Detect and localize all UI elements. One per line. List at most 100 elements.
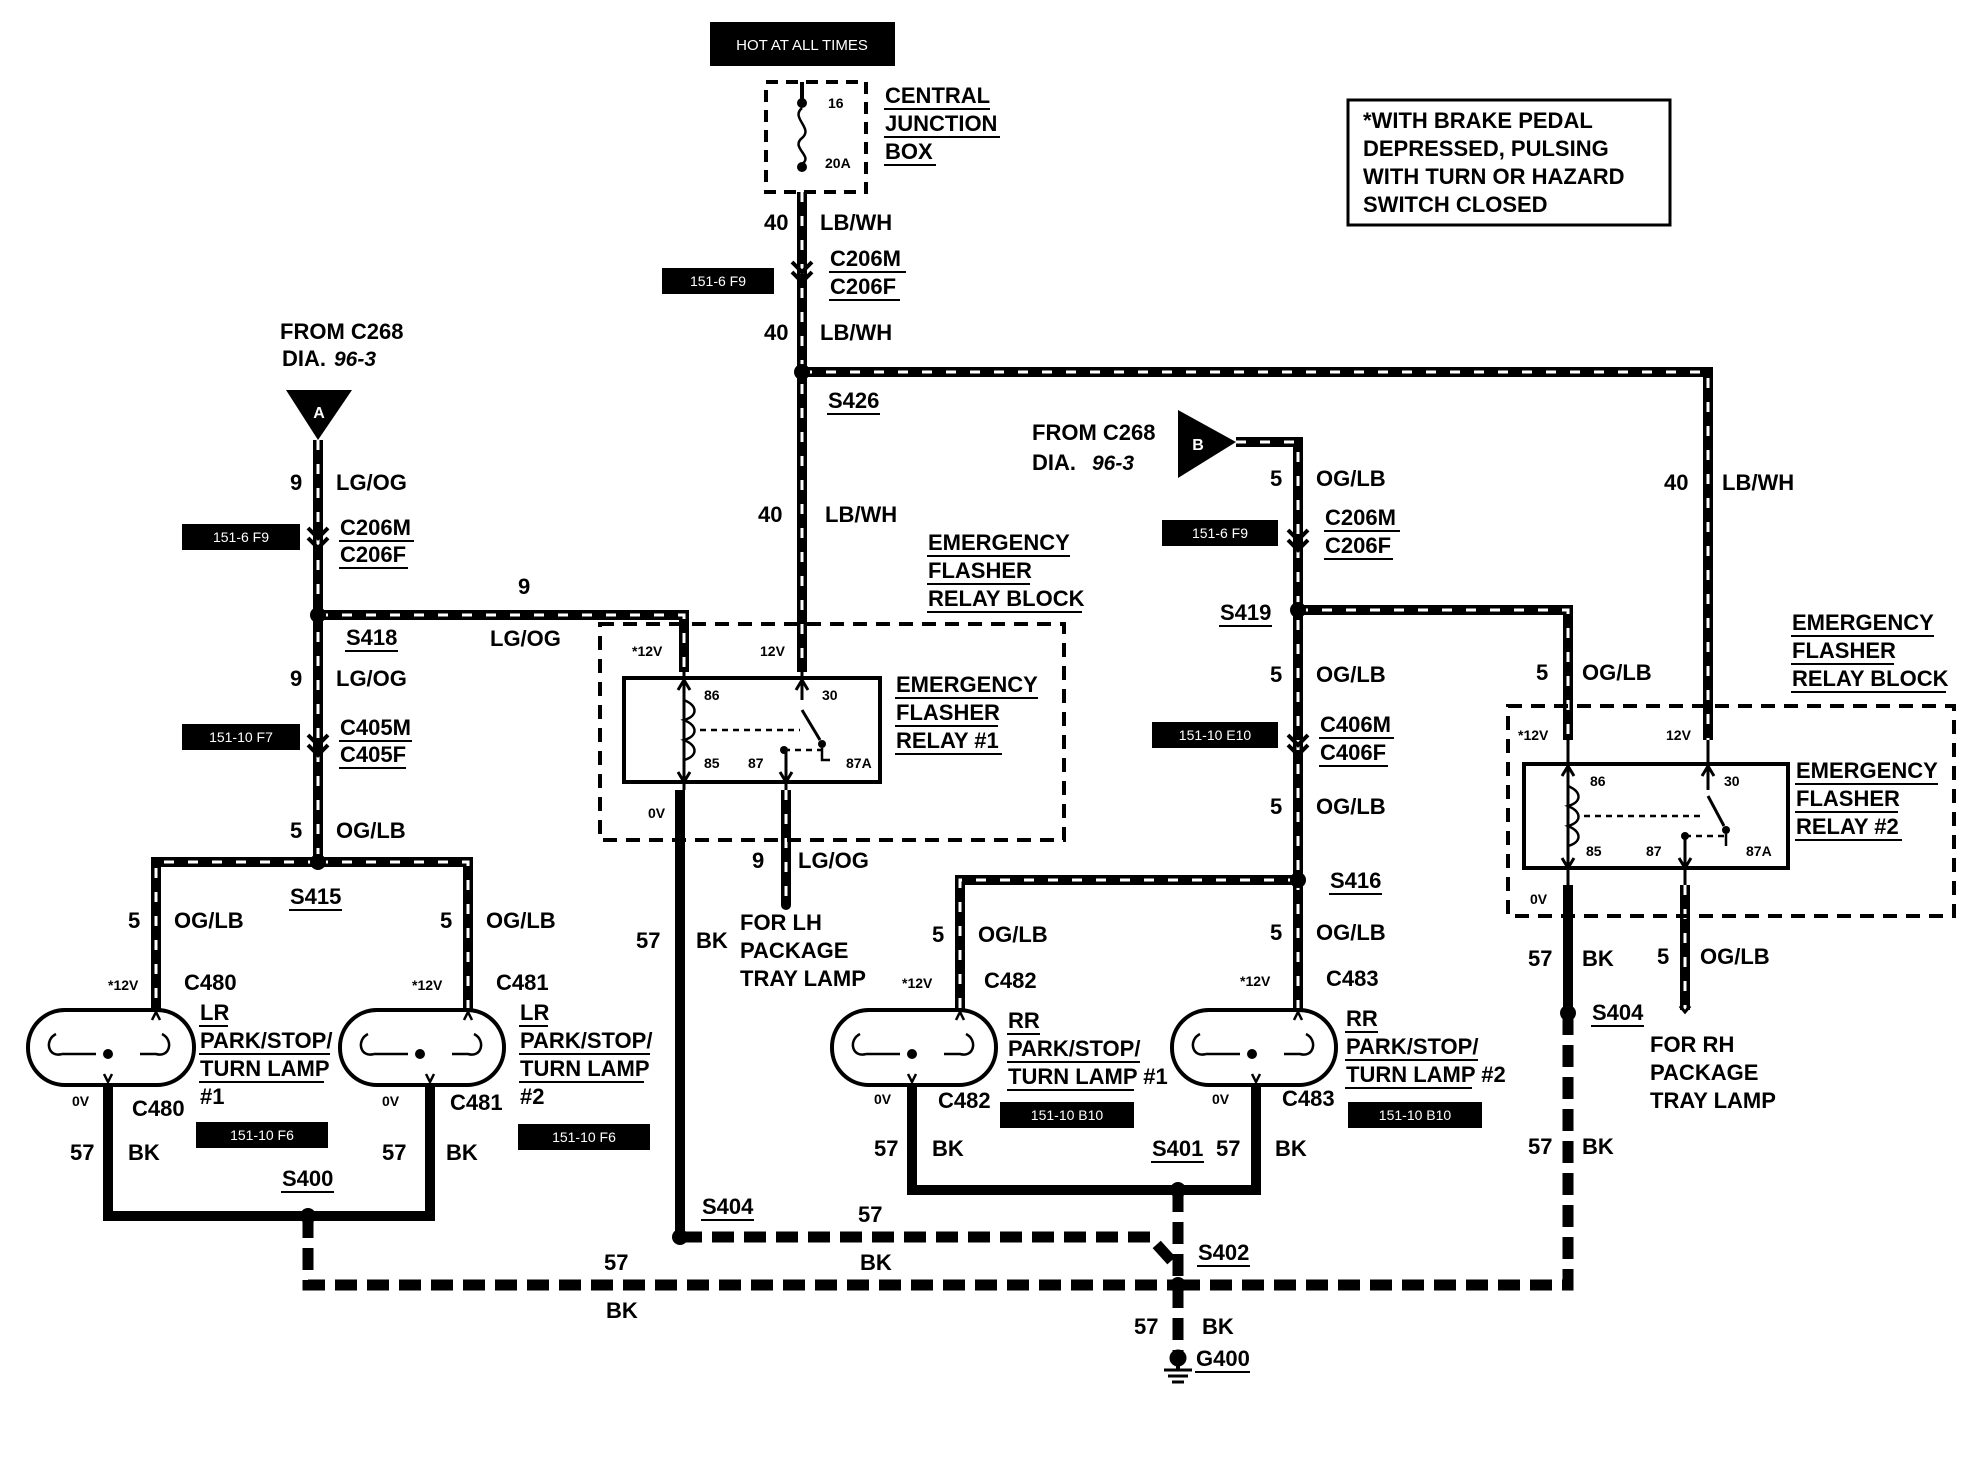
svg-text:RELAY BLOCK: RELAY BLOCK [1792,666,1949,691]
svg-text:87: 87 [748,755,764,771]
svg-text:*12V: *12V [902,975,933,991]
svg-text:C480: C480 [184,970,237,995]
relay-1: 86 85 87 30 87A *12V 12V 0V EMERGENCY FL… [622,643,1038,821]
connector-b-marker-icon [1178,410,1236,478]
svg-text:FLASHER: FLASHER [1792,638,1896,663]
lamp-bulb-icon [359,1032,483,1056]
svg-text:TURN LAMP #2: TURN LAMP #2 [1346,1062,1506,1087]
svg-text:87A: 87A [846,755,872,771]
svg-text:57: 57 [382,1140,406,1165]
svg-text:151-6 F9: 151-6 F9 [690,273,746,289]
svg-text:BK: BK [128,1140,160,1165]
svg-text:C482: C482 [938,1088,991,1113]
svg-text:EMERGENCY: EMERGENCY [928,530,1070,555]
svg-text:20A: 20A [825,155,851,171]
svg-text:S402: S402 [1198,1240,1249,1265]
svg-text:BK: BK [1582,946,1614,971]
svg-text:OG/LB: OG/LB [1316,662,1386,687]
svg-text:*WITH BRAKE PEDAL: *WITH BRAKE PEDAL [1363,108,1593,133]
svg-text:C206M: C206M [1325,505,1396,530]
svg-text:S416: S416 [1330,868,1381,893]
svg-text:PARK/STOP/: PARK/STOP/ [1008,1036,1140,1061]
svg-text:C483: C483 [1282,1086,1335,1111]
svg-text:5: 5 [1270,794,1282,819]
svg-text:C481: C481 [450,1090,503,1115]
svg-text:87A: 87A [1746,843,1772,859]
svg-text:C206F: C206F [830,274,896,299]
svg-text:FLASHER: FLASHER [928,558,1032,583]
svg-text:LG/OG: LG/OG [490,626,561,651]
svg-text:#2: #2 [520,1084,544,1109]
svg-text:BK: BK [1275,1136,1307,1161]
svg-text:85: 85 [1586,843,1602,859]
svg-text:12V: 12V [1666,727,1692,743]
relay-coil-icon [680,698,696,762]
lamp-bulb-icon [1191,1032,1315,1056]
reference-tags: 151-6 F9 151-6 F9 151-6 F9 151-10 F7 151… [182,268,1482,1150]
svg-text:12V: 12V [760,643,786,659]
svg-text:5: 5 [1270,662,1282,687]
svg-text:0V: 0V [1530,891,1548,907]
svg-text:151-10 E10: 151-10 E10 [1179,727,1252,743]
lamp-lr-1: *12V 0V LR PARK/STOP/ TURN LAMP #1 [26,977,332,1109]
svg-text:96-3: 96-3 [334,348,376,371]
svg-text:0V: 0V [648,805,666,821]
svg-text:#1: #1 [200,1084,224,1109]
svg-text:57: 57 [636,928,660,953]
svg-text:LB/WH: LB/WH [820,210,892,235]
svg-text:OG/LB: OG/LB [1582,660,1652,685]
svg-text:85: 85 [704,755,720,771]
svg-text:A: A [313,405,325,422]
from-c268-a: FROM C268 DIA. 96-3 A [280,319,403,440]
svg-text:BOX: BOX [885,139,933,164]
svg-text:57: 57 [1134,1314,1158,1339]
relay-block-1: EMERGENCY FLASHER RELAY BLOCK [598,530,1085,842]
rh-package-tray-lamp: FOR RH PACKAGE TRAY LAMP [1650,1005,1776,1113]
svg-text:PACKAGE: PACKAGE [1650,1060,1758,1085]
svg-text:0V: 0V [874,1091,892,1107]
svg-text:CENTRAL: CENTRAL [885,83,990,108]
svg-text:5: 5 [1270,466,1282,491]
svg-text:HOT AT ALL TIMES: HOT AT ALL TIMES [736,37,868,54]
svg-text:FLASHER: FLASHER [896,700,1000,725]
lamp-lr-2: *12V 0V LR PARK/STOP/ TURN LAMP #2 [338,977,652,1109]
lh-package-tray-lamp: FOR LH PACKAGE TRAY LAMP [740,900,866,991]
svg-text:S401: S401 [1152,1136,1203,1161]
svg-text:40: 40 [764,320,788,345]
svg-text:C405F: C405F [340,742,406,767]
svg-text:DIA.: DIA. [1032,450,1076,475]
svg-text:LR: LR [520,1000,549,1025]
svg-text:40: 40 [1664,470,1688,495]
lamp-bulb-icon [851,1032,975,1056]
svg-text:OG/LB: OG/LB [978,922,1048,947]
svg-text:C206M: C206M [340,515,411,540]
svg-text:RELAY #2: RELAY #2 [1796,814,1899,839]
svg-text:151-10 F6: 151-10 F6 [552,1129,616,1145]
svg-text:OG/LB: OG/LB [1316,920,1386,945]
svg-text:OG/LB: OG/LB [1700,944,1770,969]
wires [103,192,1713,1370]
svg-text:96-3: 96-3 [1092,452,1134,475]
svg-text:PARK/STOP/: PARK/STOP/ [520,1028,652,1053]
svg-text:FROM C268: FROM C268 [1032,420,1155,445]
svg-text:LG/OG: LG/OG [336,470,407,495]
svg-text:G400: G400 [1196,1346,1250,1371]
svg-text:*12V: *12V [632,643,663,659]
svg-text:86: 86 [704,687,720,703]
ground-icon [1164,1349,1192,1384]
svg-text:BK: BK [1202,1314,1234,1339]
arrow-icon [794,677,810,691]
svg-text:C405M: C405M [340,715,411,740]
svg-text:BK: BK [860,1250,892,1275]
svg-text:S419: S419 [1220,600,1271,625]
svg-text:5: 5 [440,908,452,933]
svg-text:RR: RR [1346,1006,1378,1031]
svg-text:9: 9 [752,848,764,873]
svg-text:S418: S418 [346,625,397,650]
svg-text:C483: C483 [1326,966,1379,991]
svg-text:FLASHER: FLASHER [1796,786,1900,811]
svg-text:16: 16 [828,95,844,111]
svg-text:S404: S404 [1592,1000,1644,1025]
svg-text:151-6 F9: 151-6 F9 [213,529,269,545]
svg-text:5: 5 [1270,920,1282,945]
